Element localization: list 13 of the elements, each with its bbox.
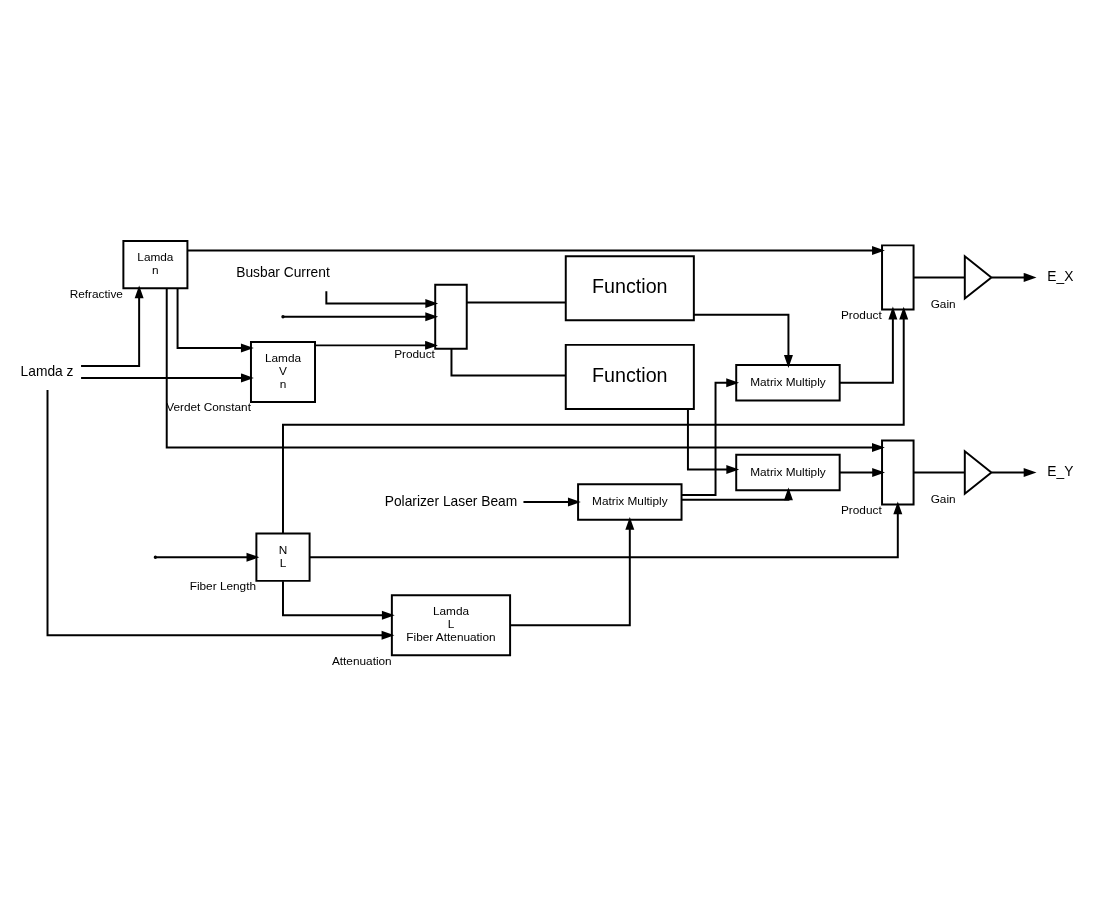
- node-text: E_X: [1047, 269, 1074, 285]
- node-label: Product: [840, 307, 882, 322]
- node-label: Gain: [930, 297, 956, 312]
- node-label: Product: [840, 502, 882, 517]
- node-text: E_Y: [1047, 464, 1074, 480]
- node-text: Polarizer Laser Beam: [384, 493, 518, 509]
- node-text: Lamda z: [20, 363, 74, 379]
- node-text: Busbar Current: [236, 265, 330, 281]
- node-label: Attenuation: [331, 653, 392, 668]
- node-label: Product: [394, 347, 435, 362]
- node-label: Fiber Length: [189, 579, 257, 594]
- node-label: Gain: [930, 492, 956, 507]
- node-label: Refractive: [69, 286, 123, 301]
